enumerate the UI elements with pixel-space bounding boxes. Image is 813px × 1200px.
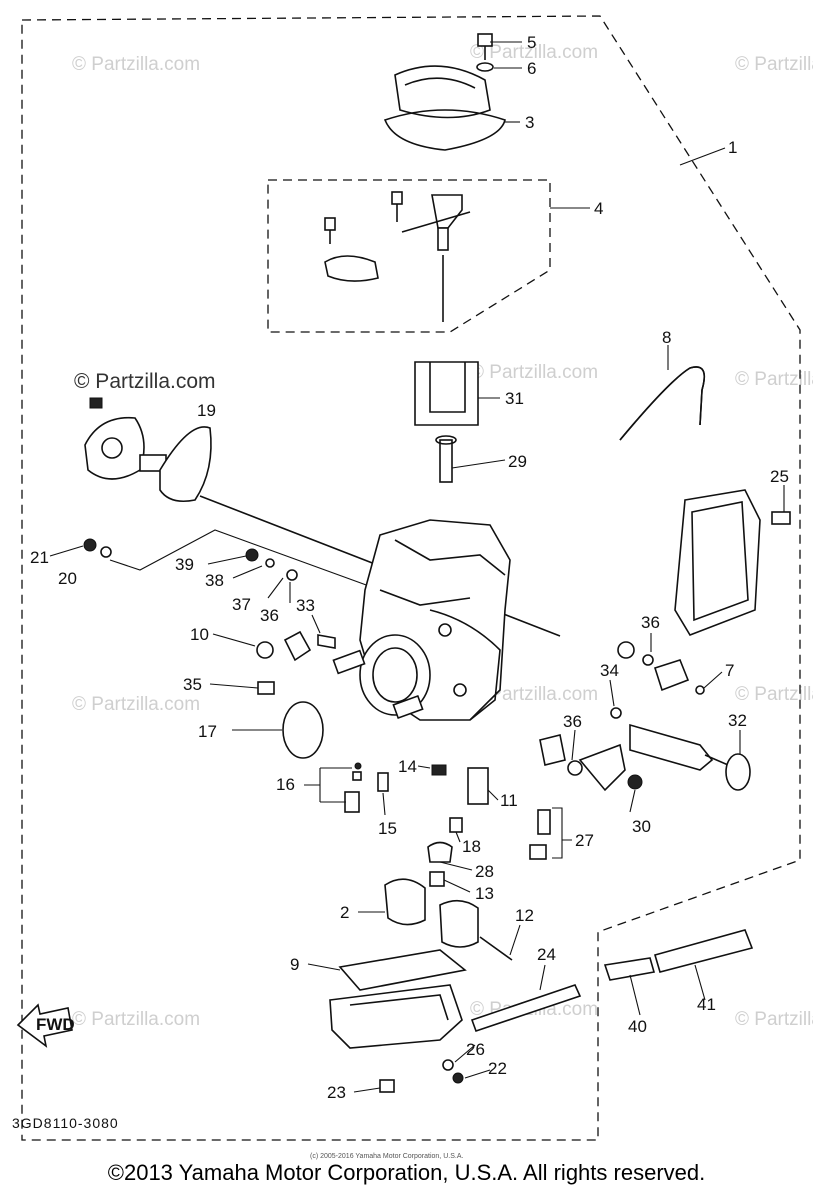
callout-label: 18 [462, 837, 481, 856]
jets-group [256, 630, 551, 887]
callout-label: 5 [527, 33, 536, 52]
callout-label: 27 [575, 831, 594, 850]
callout-label: 16 [276, 775, 295, 794]
callout-labels: 5 6 3 1 4 8 31 19 29 25 21 39 20 38 37 3… [30, 33, 789, 1102]
callout-label: 28 [475, 862, 494, 881]
callout-label: 38 [205, 571, 224, 590]
callout-label: 25 [770, 467, 789, 486]
callout-label: 21 [30, 548, 49, 567]
callout-label: 1 [728, 138, 737, 157]
carburetor-body [332, 519, 511, 721]
watermark: © Partzilla.com [470, 362, 598, 383]
callout-label: 10 [190, 625, 209, 644]
copyright-notice: ©2013 Yamaha Motor Corporation, U.S.A. A… [107, 1160, 706, 1185]
callout-label: 13 [475, 884, 494, 903]
small-copyright: (c) 2005-2016 Yamaha Motor Corporation, … [310, 1153, 463, 1160]
callout-label: 17 [198, 722, 217, 741]
callout-label: 23 [327, 1083, 346, 1102]
callout-label: 8 [662, 328, 671, 347]
callout-label: 12 [515, 906, 534, 925]
callout-label: 15 [378, 819, 397, 838]
callout-label: 30 [632, 817, 651, 836]
callout-label: 20 [58, 569, 77, 588]
callout-label: 40 [628, 1017, 647, 1036]
callout-label: 9 [290, 955, 299, 974]
watermark: © Partzilla.com [470, 42, 598, 63]
callout-label: 37 [232, 595, 251, 614]
side-cover-group [539, 489, 791, 792]
diagram-code: 3GD8110-3080 [12, 1115, 119, 1131]
needle-group [324, 191, 471, 322]
callout-label: 6 [527, 59, 536, 78]
callout-label: 34 [600, 661, 619, 680]
watermark: © Partzilla.com [735, 1009, 813, 1030]
callout-label: 35 [183, 675, 202, 694]
watermark: © Partzilla.com [735, 369, 813, 390]
watermarks: © Partzilla.com © Partzilla.com © Partzi… [72, 42, 813, 1030]
callout-label: 4 [594, 199, 603, 218]
callout-label: 32 [728, 711, 747, 730]
callout-label: 39 [175, 555, 194, 574]
watermark-main: © Partzilla.com [74, 370, 216, 393]
callout-label: 41 [697, 995, 716, 1014]
leader-lines [49, 41, 785, 1093]
callout-label: 29 [508, 452, 527, 471]
callout-label: 36 [641, 613, 660, 632]
float-bowl-group [329, 878, 754, 1093]
watermark: © Partzilla.com [735, 684, 813, 705]
callout-label: 14 [398, 757, 417, 776]
callout-label: 36 [563, 712, 582, 731]
callout-label: 22 [488, 1059, 507, 1078]
callout-label: 33 [296, 596, 315, 615]
fwd-label: FWD [36, 1015, 75, 1034]
callout-label: 2 [340, 903, 349, 922]
callout-label: 26 [466, 1040, 485, 1059]
watermark: © Partzilla.com [735, 54, 813, 75]
callout-label: 3 [525, 113, 534, 132]
watermark: © Partzilla.com [72, 54, 200, 75]
watermark: © Partzilla.com [72, 694, 200, 715]
watermark: © Partzilla.com [72, 1009, 200, 1030]
callout-label: 11 [500, 791, 518, 810]
fwd-arrow: FWD [16, 1003, 75, 1048]
needle-group-boundary [267, 179, 551, 333]
watermark: © Partzilla.com [470, 684, 598, 705]
callout-label: 19 [197, 401, 216, 420]
callout-label: 31 [505, 389, 524, 408]
callout-label: 7 [725, 661, 734, 680]
top-cover-group [383, 33, 506, 151]
callout-label: 36 [260, 606, 279, 625]
callout-label: 24 [537, 945, 556, 964]
slide-group [414, 361, 706, 483]
